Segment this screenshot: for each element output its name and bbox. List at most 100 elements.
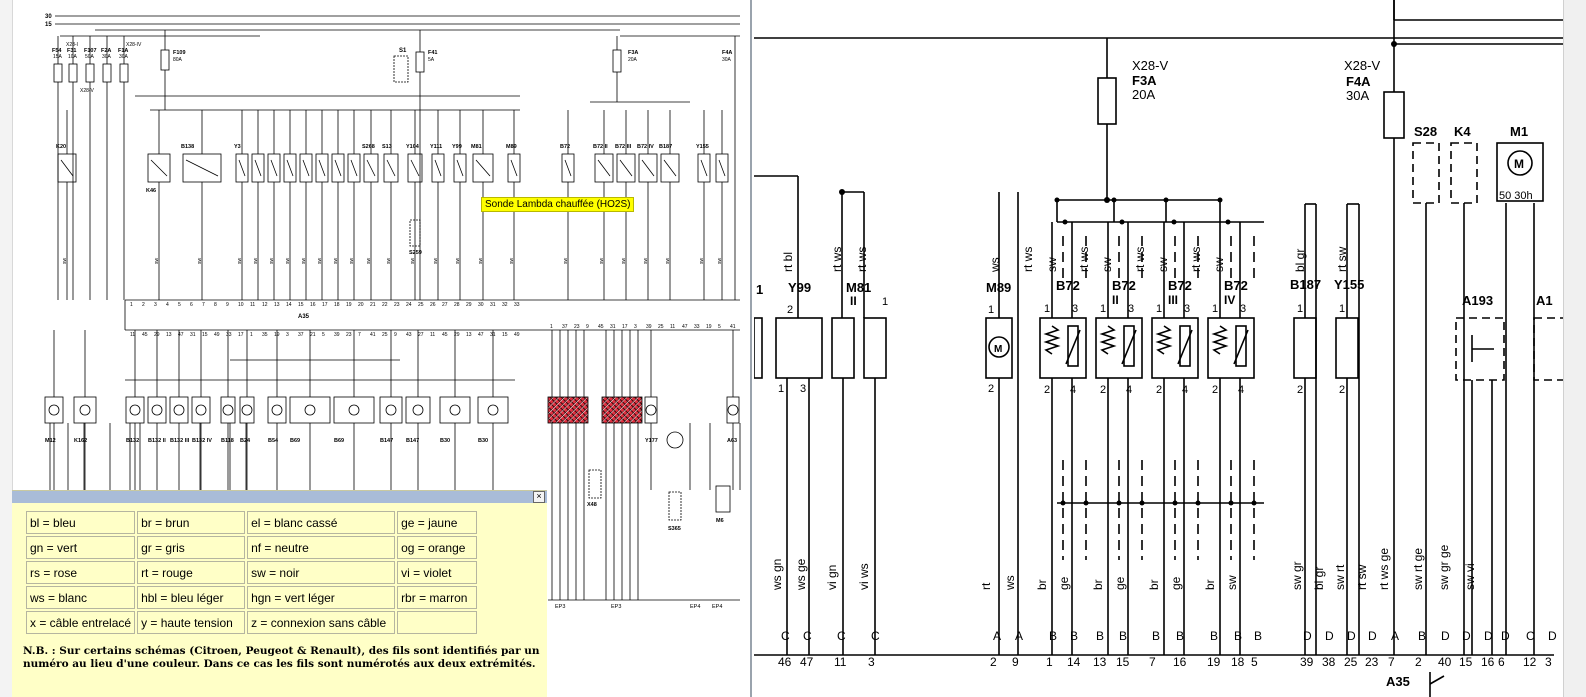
wire-color-label: sw (285, 258, 291, 265)
junction-dot (1111, 197, 1117, 203)
wire-color-label: sw (410, 258, 416, 265)
wire-color-label: sw (237, 258, 243, 265)
component-box-s259 (409, 219, 421, 247)
wire-color-label: sw (253, 258, 259, 265)
pin-number: 1 (550, 324, 553, 330)
component-label: B72 (1168, 278, 1192, 293)
legend-cell: br = brun (137, 511, 246, 534)
wire-color-label: rt ws (1133, 247, 1147, 272)
right-scrollbar[interactable] (1563, 0, 1586, 697)
component-label: B72 IV (637, 144, 654, 150)
ignition-coil-module (547, 396, 589, 424)
component-symbol (334, 159, 342, 177)
heater-sensor-b72 (1151, 317, 1199, 379)
wire-color-label: sw (366, 258, 372, 265)
switch-s28 (1412, 142, 1440, 204)
pin-number: 8 (214, 302, 217, 308)
wire-color-label: ws ge (794, 558, 808, 591)
component-symbol (173, 404, 185, 416)
valve-m81-ii (863, 317, 887, 379)
pin-number: 37 (562, 324, 568, 330)
wire-color-label: bl gr (1312, 567, 1326, 590)
wire-color-label: rt (979, 582, 993, 590)
wire-color-label: sw (62, 258, 68, 265)
resistor-icon (1043, 325, 1061, 355)
pin-number: 26 (430, 302, 436, 308)
component-symbol (386, 159, 396, 177)
component-label: Y99 (452, 144, 462, 150)
legend-cell: ge = jaune (397, 511, 478, 534)
legend-cell: sw = noir (247, 561, 396, 584)
component-label: B72 (1224, 278, 1248, 293)
valve-m81 (831, 317, 855, 379)
legend-cell (397, 611, 478, 634)
wire-color-label: ws (1003, 575, 1017, 591)
pin-label: 4 (1238, 384, 1244, 396)
pin-number: 10 (238, 302, 244, 308)
wire-color-label: sw (333, 258, 339, 265)
component-symbol (597, 159, 611, 177)
pin-number: 45 (442, 332, 448, 338)
component-symbol (663, 159, 677, 177)
component-symbol (254, 159, 262, 177)
pin-number: 33 (226, 332, 232, 338)
wire-color-label: sw (509, 258, 515, 265)
component-box-bottom (169, 396, 189, 424)
wire-color-label: sw (349, 258, 355, 265)
pin-number: 25 (1344, 655, 1358, 669)
fuse-f3a-icon (1097, 77, 1117, 125)
pin-number: 16 (310, 302, 316, 308)
legend-title-bar[interactable]: × (12, 491, 547, 503)
junction-dot (1217, 197, 1223, 203)
module-a193 (1455, 317, 1505, 381)
pin-letter: C (803, 629, 812, 643)
wire-color-label: vi gn (825, 565, 839, 590)
wire-color-label: sw (1045, 257, 1059, 272)
wire-color-label: ge (1169, 576, 1183, 590)
pin-number: 25 (418, 302, 424, 308)
wire-color-label: sw (386, 258, 392, 265)
component-symbol (48, 404, 60, 416)
bus-label: A35 (1386, 674, 1410, 689)
component-label: A63 (727, 438, 737, 444)
pin-number: 2 (990, 655, 997, 669)
pin-number: 46 (778, 655, 792, 669)
component-box-bottom (333, 396, 375, 424)
junction-dot (839, 189, 845, 195)
component-label: B118 (221, 438, 234, 444)
pin-label: 3 (800, 383, 806, 395)
sensor-slash (1065, 329, 1081, 365)
junction-dot (1171, 219, 1177, 225)
component-symbol (286, 159, 294, 177)
junction-dot (1116, 500, 1122, 506)
pin-number: 41 (370, 332, 376, 338)
rail-30-label: 30 (45, 14, 52, 20)
wire-color-label: sw (699, 258, 705, 265)
pin-letter: A (1391, 629, 1399, 643)
component-suffix: II (850, 294, 857, 308)
close-icon[interactable]: × (533, 491, 545, 503)
pin-number: 25 (382, 332, 388, 338)
pin-number: 3 (868, 655, 875, 669)
component-symbol (619, 159, 633, 177)
lambda-sensor-tooltip: Sonde Lambda chauffée (HO2S) (481, 197, 635, 212)
left-scrollbar[interactable] (0, 0, 13, 697)
pin-letter: C (837, 629, 846, 643)
component-symbol (318, 159, 326, 177)
pin-label: 1 (1297, 303, 1303, 315)
fuse-rating: 5A (428, 57, 435, 63)
component-symbol (129, 404, 141, 416)
horn-icon (666, 431, 684, 449)
fuse-label: F31 (67, 48, 76, 54)
pin-number: 43 (406, 332, 412, 338)
supply-label: X28-V (1132, 58, 1168, 73)
component-symbol (304, 404, 316, 416)
junction-dot (1251, 500, 1257, 506)
component-box-bottom (191, 396, 211, 424)
pin-number: 15 (502, 332, 508, 338)
pin-number: 23 (574, 324, 580, 330)
component-label: B72 (560, 144, 570, 150)
component-label: B72 II (593, 144, 608, 150)
